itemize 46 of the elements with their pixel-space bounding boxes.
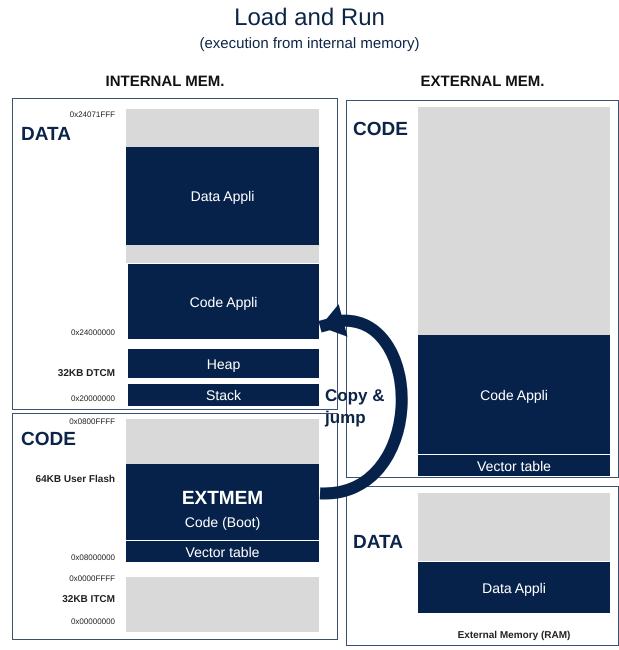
memory-section	[126, 147, 319, 245]
memory-region-panel	[346, 486, 619, 646]
section-label: Data Appli	[482, 580, 546, 596]
memory-section	[418, 562, 610, 613]
address-label: 0x0800FFFF	[68, 417, 115, 426]
section-label: Vector table	[186, 544, 260, 560]
curved-arrow	[318, 304, 408, 500]
memory-size-label: 64KB User Flash	[34, 474, 115, 485]
memory-section	[126, 541, 319, 562]
free-memory-block	[418, 493, 610, 561]
memory-section	[418, 455, 610, 476]
column-heading: EXTERNAL MEM.	[420, 73, 546, 90]
subtitle: (execution from internal memory)	[198, 35, 421, 52]
free-memory-block	[126, 245, 319, 263]
free-memory-block	[418, 107, 610, 335]
section-title: EXTMEM	[182, 488, 264, 510]
section-label: Stack	[206, 387, 241, 403]
region-title: DATA	[21, 124, 71, 146]
memory-section	[128, 384, 319, 406]
free-memory-block	[126, 109, 319, 147]
address-label: 0x24071FFF	[68, 110, 115, 119]
memory-size-label: 32KB ITCM	[61, 594, 115, 605]
address-label: 0x08000000	[70, 553, 115, 562]
region-title: CODE	[353, 119, 408, 141]
section-label: Code Appli	[480, 386, 548, 402]
address-label: 0x00000000	[70, 617, 115, 626]
memory-size-label: 32KB DTCM	[56, 368, 115, 379]
address-label: 0x0000FFFF	[68, 574, 115, 583]
free-memory-block	[126, 577, 319, 632]
memory-section	[128, 264, 319, 339]
section-label: Code (Boot)	[184, 514, 260, 530]
memory-section	[126, 464, 319, 540]
section-label: Vector table	[477, 458, 551, 474]
section-label: Heap	[206, 356, 240, 372]
memory-caption: External Memory (RAM)	[456, 630, 572, 641]
memory-section	[418, 335, 610, 454]
address-label: 0x20000000	[70, 394, 115, 403]
column-heading: INTERNAL MEM.	[104, 73, 226, 90]
title: Load and Run	[233, 4, 386, 32]
memory-section	[128, 349, 319, 378]
section-label: Data Appli	[190, 188, 254, 204]
free-memory-block	[126, 419, 319, 464]
region-title: DATA	[353, 532, 403, 554]
section-label: Code Appli	[190, 294, 258, 310]
address-label: 0x24000000	[70, 328, 115, 337]
region-title: CODE	[21, 429, 76, 451]
